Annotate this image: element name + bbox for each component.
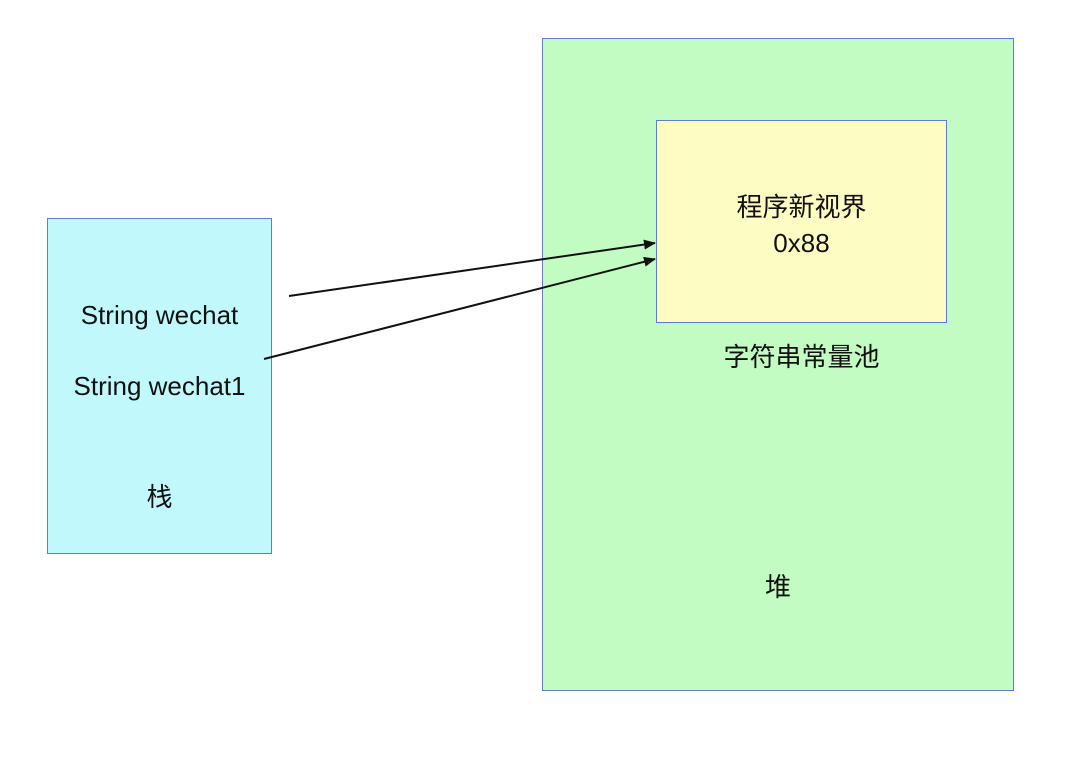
pool-address: 0x88 [773, 228, 830, 258]
string-pool-box [656, 120, 947, 323]
stack-label: 栈 [146, 482, 173, 512]
stack-var-wechat: String wechat [80, 300, 239, 330]
heap-label: 堆 [764, 572, 791, 602]
arrow-wechat1-to-pool [263, 256, 656, 360]
pool-string-value: 程序新视界 [736, 192, 867, 222]
stack-box [47, 218, 272, 554]
string-pool-label: 字符串常量池 [723, 342, 880, 372]
stack-var-wechat1: String wechat1 [73, 371, 246, 401]
arrow-wechat-to-pool [288, 239, 656, 297]
